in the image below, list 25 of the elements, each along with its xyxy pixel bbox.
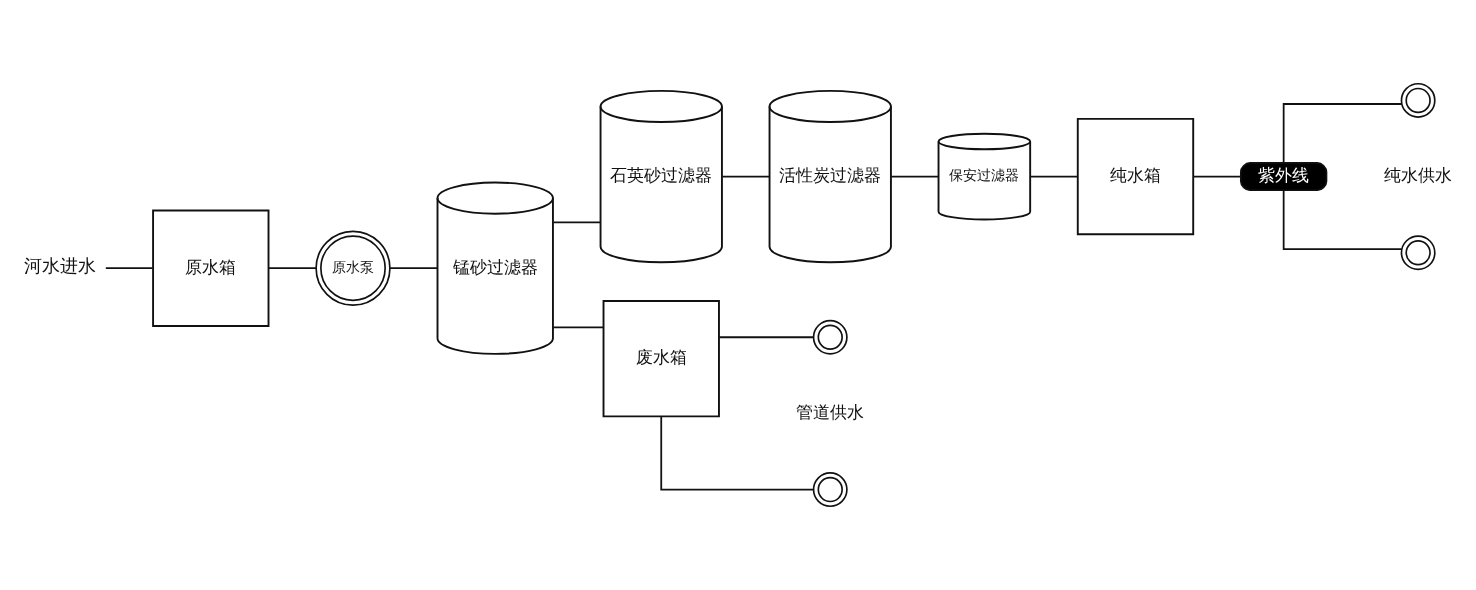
node-picture bbox=[1400, 235, 1436, 271]
connector bbox=[1282, 103, 1403, 164]
connector bbox=[552, 221, 601, 224]
connector bbox=[721, 175, 771, 178]
connector bbox=[890, 175, 940, 178]
connector bbox=[1282, 189, 1403, 251]
connector bbox=[389, 267, 439, 270]
connector bbox=[660, 415, 815, 491]
connector bbox=[552, 326, 605, 329]
node-box: 废水箱 bbox=[602, 300, 720, 418]
node-box: 原水箱 bbox=[152, 209, 270, 327]
node-picture bbox=[1400, 82, 1436, 118]
connector bbox=[1192, 175, 1242, 178]
label: 纯水供水 bbox=[1384, 165, 1453, 185]
connector bbox=[104, 267, 154, 270]
node-picture bbox=[812, 319, 848, 355]
node-picture bbox=[812, 472, 848, 508]
node-box: 纯水箱 bbox=[1076, 117, 1195, 236]
label: 管道供水 bbox=[796, 402, 865, 422]
connector bbox=[1029, 175, 1079, 178]
connector bbox=[267, 267, 317, 270]
node-circle: 原水泵 bbox=[315, 230, 391, 306]
node-text: 河水进水 bbox=[23, 255, 96, 277]
node-box: 紫外线 bbox=[1239, 162, 1328, 192]
connector bbox=[718, 336, 815, 339]
